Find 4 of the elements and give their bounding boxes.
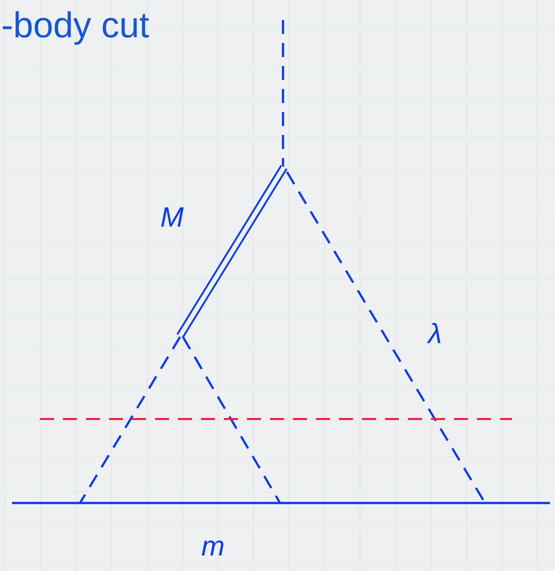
title: -body cut <box>2 11 149 45</box>
line-label: M <box>161 207 184 227</box>
line-label: λ <box>426 322 440 344</box>
line-label: m <box>202 540 224 556</box>
